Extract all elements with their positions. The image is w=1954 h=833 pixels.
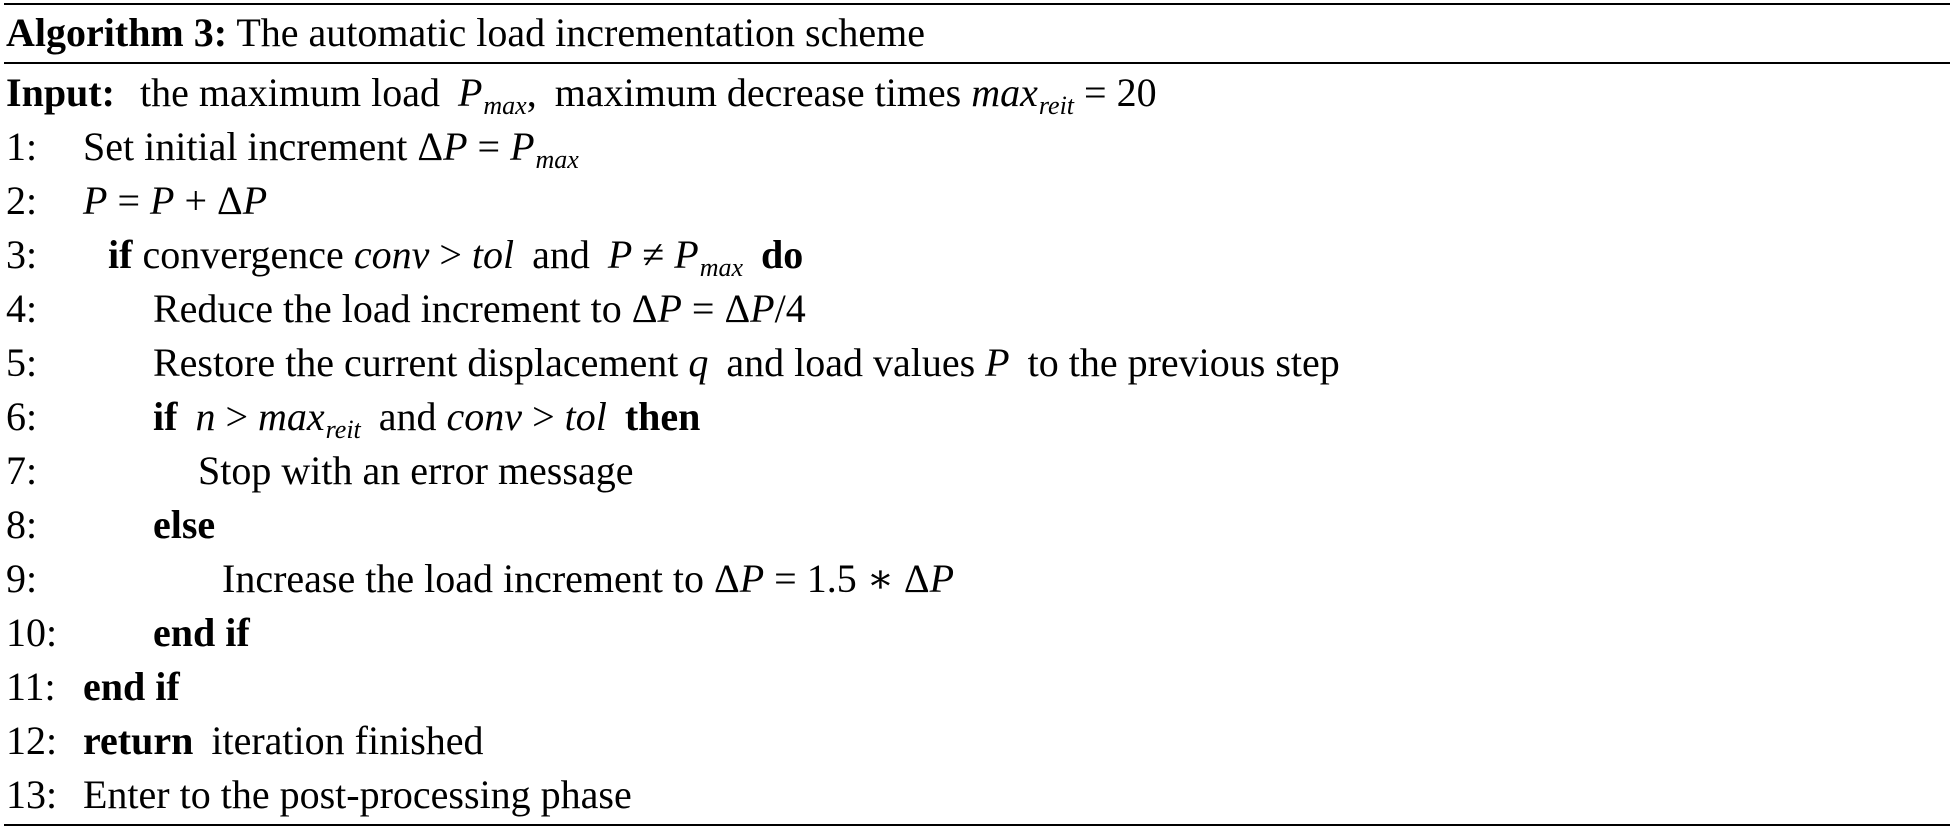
bottom-rule xyxy=(4,824,1950,826)
caption-title: The automatic load incrementation scheme xyxy=(236,10,925,55)
caption-rule xyxy=(4,62,1950,64)
top-rule xyxy=(4,3,1950,5)
caption-label: Algorithm 3: xyxy=(6,10,228,55)
algorithm-caption: Algorithm 3: The automatic load incremen… xyxy=(6,6,925,60)
input-label: Input: xyxy=(6,70,115,115)
